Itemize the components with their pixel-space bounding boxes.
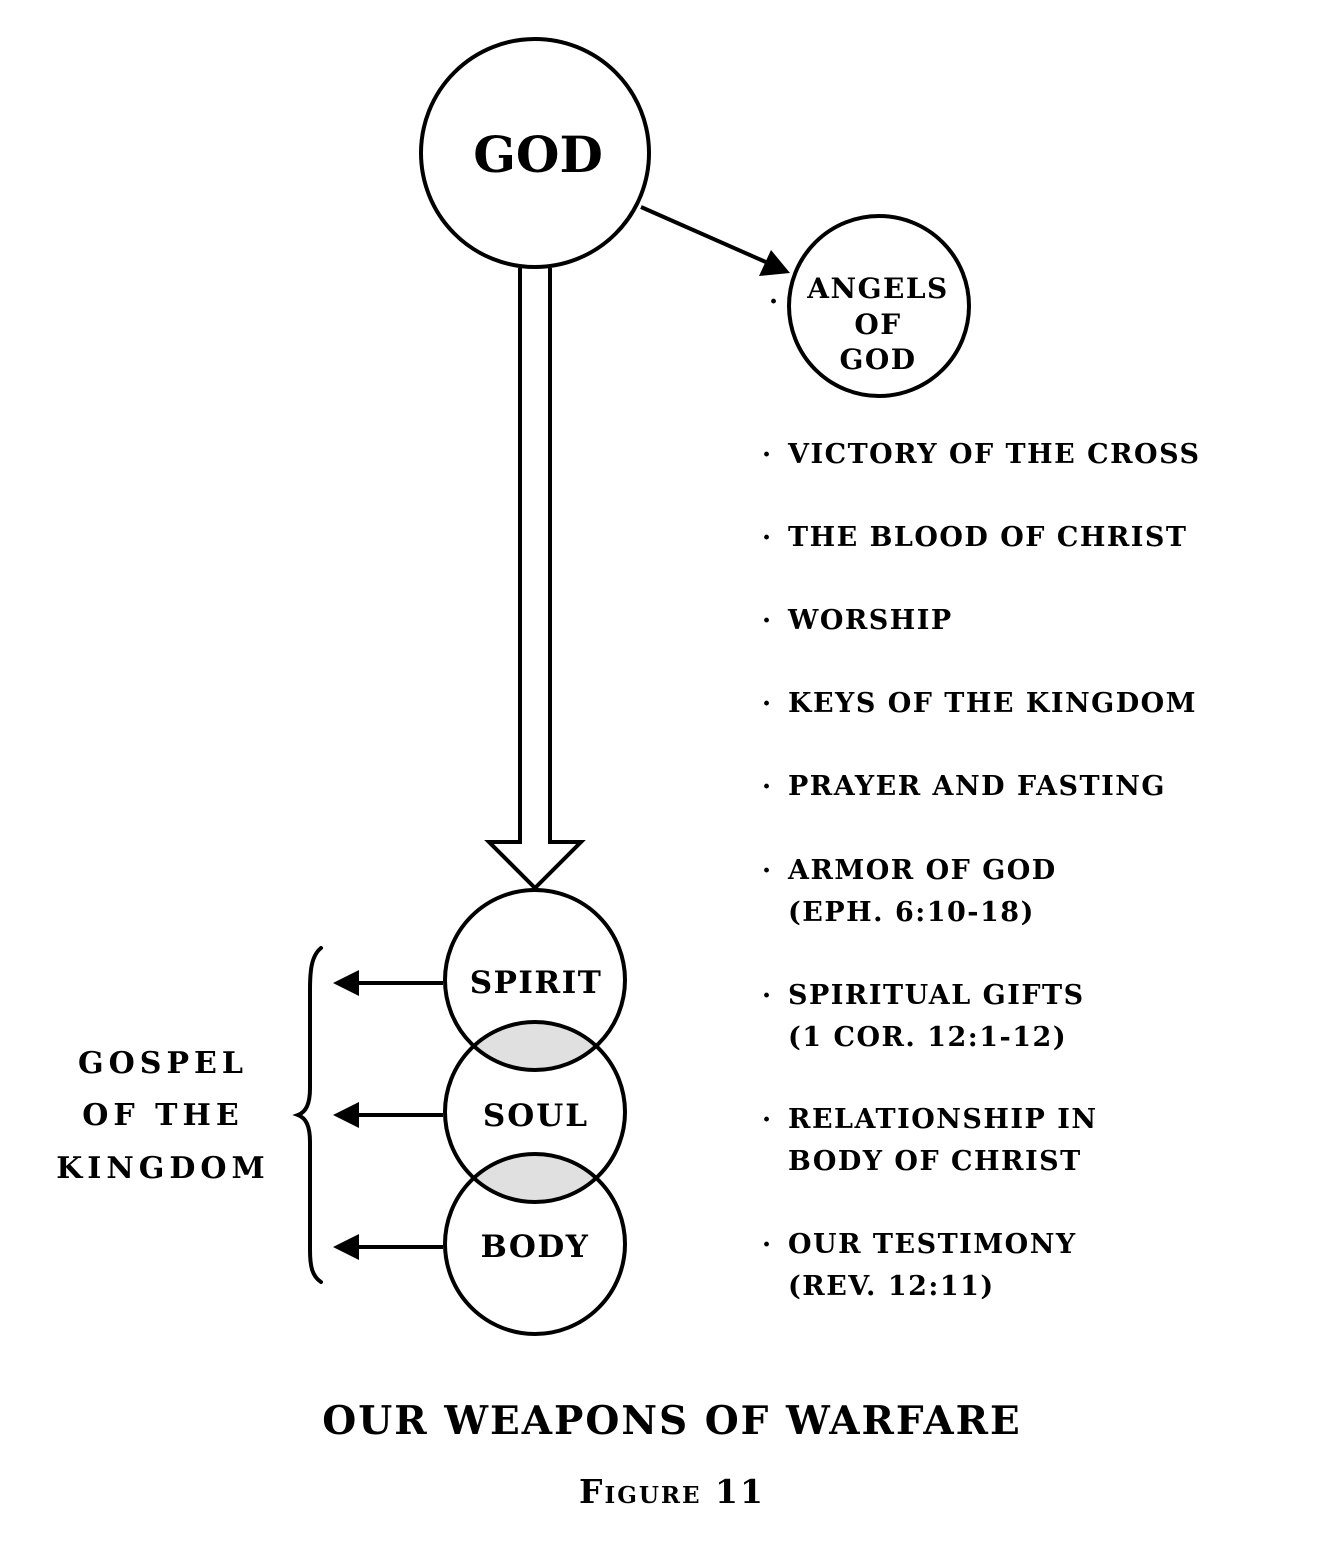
soul-label: SOUL xyxy=(483,1098,589,1134)
bullet: · xyxy=(762,606,773,636)
bullet: · xyxy=(762,856,773,886)
weapon-text: ARMOR OF GOD xyxy=(788,855,1057,886)
spirit-circle xyxy=(443,888,627,1072)
weapon-text-line-2: BODY OF CHRIST xyxy=(788,1146,1082,1177)
bullet: · xyxy=(762,1105,773,1135)
weapon-item-worship: · WORSHIP xyxy=(762,600,953,642)
bullet: · xyxy=(762,772,773,802)
weapon-text: THE BLOOD OF CHRIST xyxy=(788,522,1188,553)
bullet: · xyxy=(762,981,773,1011)
weapon-reference: (REV. 12:11) xyxy=(788,1271,995,1302)
body-label: BODY xyxy=(481,1229,590,1265)
gospel-label-line-1: GOSPEL xyxy=(78,1046,248,1081)
angels-label-line-2: OF xyxy=(854,308,901,341)
angels-label-line-3: GOD xyxy=(839,343,916,376)
body-circle xyxy=(443,1152,627,1336)
weapon-text: SPIRITUAL GIFTS xyxy=(788,980,1085,1011)
angels-bullet: · xyxy=(769,287,778,317)
bullet: · xyxy=(762,689,773,719)
weapon-item-prayer: · PRAYER AND FASTING xyxy=(762,766,1166,808)
weapon-text: KEYS OF THE KINGDOM xyxy=(788,688,1198,719)
bullet: · xyxy=(762,1230,773,1260)
weapon-reference: (1 COR. 12:1-12) xyxy=(788,1022,1068,1053)
body-arrowhead xyxy=(333,1234,359,1260)
weapon-item-armor: · ARMOR OF GOD (EPH. 6:10-18) xyxy=(762,850,1057,934)
gospel-brace xyxy=(292,946,323,1284)
soul-arrowhead xyxy=(333,1102,359,1128)
god-to-angels-arrow xyxy=(640,205,769,265)
weapon-reference: (EPH. 6:10-18) xyxy=(788,897,1035,928)
spirit-label: SPIRIT xyxy=(470,965,603,1001)
weapon-item-blood: · THE BLOOD OF CHRIST xyxy=(762,517,1188,559)
spirit-arrowhead xyxy=(333,970,359,996)
weapon-text: RELATIONSHIP IN xyxy=(788,1104,1098,1135)
god-to-angels-arrowhead xyxy=(759,250,790,276)
weapon-item-victory: · VICTORY OF THE CROSS xyxy=(762,434,1200,476)
weapon-item-keys: · KEYS OF THE KINGDOM xyxy=(762,683,1197,725)
weapon-item-testimony: · OUR TESTIMONY (REV. 12:11) xyxy=(762,1224,1077,1308)
caption-title: OUR WEAPONS OF WARFARE xyxy=(322,1398,1022,1444)
weapon-item-relationship: · RELATIONSHIP IN BODY OF CHRIST xyxy=(762,1099,1098,1183)
weapon-text: OUR TESTIMONY xyxy=(788,1229,1077,1260)
bullet: · xyxy=(762,523,773,553)
god-circle xyxy=(419,37,651,269)
gospel-label-line-2: OF THE xyxy=(82,1098,243,1133)
bullet: · xyxy=(762,440,773,470)
soul-circle xyxy=(443,1020,627,1204)
weapon-item-gifts: · SPIRITUAL GIFTS (1 COR. 12:1-12) xyxy=(762,975,1085,1059)
weapon-text: PRAYER AND FASTING xyxy=(788,771,1166,802)
god-to-person-arrow xyxy=(484,268,586,891)
weapon-text: WORSHIP xyxy=(788,605,953,636)
gospel-label-line-3: KINGDOM xyxy=(56,1151,270,1186)
figure-number: Figure 11 xyxy=(579,1472,765,1511)
angels-circle xyxy=(787,214,971,398)
god-label: GOD xyxy=(473,125,603,184)
weapon-text: VICTORY OF THE CROSS xyxy=(788,439,1201,470)
angels-label-line-1: ANGELS xyxy=(806,272,948,305)
